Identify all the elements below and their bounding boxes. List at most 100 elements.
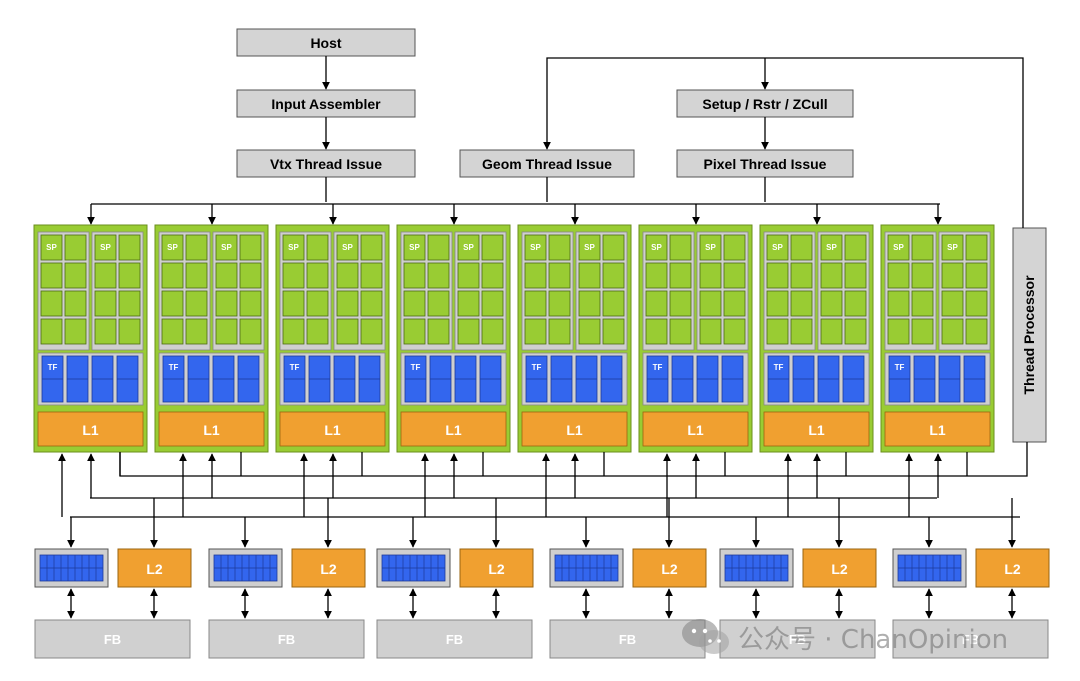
- sp-cell: [578, 290, 601, 317]
- sp-cell: [282, 318, 305, 345]
- l1-label: L1: [566, 422, 583, 438]
- chat-bubble-logo-icon: [682, 619, 729, 654]
- sp-cell: [911, 318, 934, 345]
- sp-cell: [360, 234, 383, 261]
- sp-cell: [524, 234, 547, 261]
- sp-cell: [215, 234, 238, 261]
- sp-cell: [723, 290, 746, 317]
- sp-cell: [185, 290, 208, 317]
- l2-label: L2: [1004, 561, 1021, 577]
- sp-cell: [185, 262, 208, 289]
- sp-cell: [844, 234, 867, 261]
- sp-cell: [699, 262, 722, 289]
- sp-cell: [602, 262, 625, 289]
- sp-cell: [887, 234, 910, 261]
- sp-label: SP: [342, 243, 353, 252]
- l2-cache: [632, 548, 707, 588]
- geom-thread-issue-box: [459, 149, 635, 178]
- sp-cell: [669, 318, 692, 345]
- sp-cell: [94, 262, 117, 289]
- sp-cell: [911, 290, 934, 317]
- sp-cell: [306, 290, 329, 317]
- fb-label: FB: [446, 632, 463, 647]
- watermark: 公众号 · ChanOpinion: [680, 615, 1008, 659]
- sp-cell: [844, 262, 867, 289]
- sp-label: SP: [947, 243, 958, 252]
- sp-cell: [336, 290, 359, 317]
- thread-processor-label: Thread Processor: [1021, 275, 1037, 395]
- sp-cell: [548, 318, 571, 345]
- sp-label: SP: [167, 243, 178, 252]
- sp-cell: [941, 290, 964, 317]
- sp-cell: [360, 290, 383, 317]
- sp-label: SP: [651, 243, 662, 252]
- sp-cell: [481, 290, 504, 317]
- l2-label: L2: [488, 561, 505, 577]
- sp-cell: [699, 290, 722, 317]
- tf-label: TF: [411, 363, 421, 372]
- sp-cell: [403, 318, 426, 345]
- sp-cell: [457, 290, 480, 317]
- sp-cell: [239, 262, 262, 289]
- l1-cache: [884, 411, 991, 447]
- sp-cell: [64, 290, 87, 317]
- tf-label: TF: [169, 363, 179, 372]
- frame-buffer: [208, 619, 365, 659]
- sp-label: SP: [46, 243, 57, 252]
- sp-cell: [941, 234, 964, 261]
- l2-cache: [975, 548, 1050, 588]
- sp-cell: [965, 290, 988, 317]
- frame-buffer: [34, 619, 191, 659]
- sp-cell: [427, 262, 450, 289]
- l1-label: L1: [808, 422, 825, 438]
- sp-cell: [578, 234, 601, 261]
- l2-cache: [459, 548, 534, 588]
- sp-cell: [887, 262, 910, 289]
- sp-cell: [645, 234, 668, 261]
- host-label: Host: [310, 35, 341, 51]
- sp-cell: [239, 290, 262, 317]
- sp-cell: [161, 262, 184, 289]
- l1-label: L1: [687, 422, 704, 438]
- sp-cell: [578, 262, 601, 289]
- sp-cell: [427, 318, 450, 345]
- sp-cell: [360, 262, 383, 289]
- sp-label: SP: [463, 243, 474, 252]
- setup-rstr-zcull-label: Setup / Rstr / ZCull: [702, 96, 827, 112]
- sp-cell: [844, 290, 867, 317]
- sp-cell: [911, 262, 934, 289]
- sp-cell: [118, 234, 141, 261]
- sp-cell: [602, 234, 625, 261]
- sp-cell: [548, 262, 571, 289]
- l1-cache: [158, 411, 265, 447]
- sp-cell: [481, 318, 504, 345]
- sp-cell: [669, 262, 692, 289]
- sp-cell: [161, 290, 184, 317]
- sp-cell: [336, 318, 359, 345]
- thread-processor-box: [1012, 227, 1047, 443]
- l2-label: L2: [661, 561, 678, 577]
- fb-label: FB: [962, 632, 979, 647]
- watermark-text: 公众号 · ChanOpinion: [738, 624, 1009, 655]
- tf-label: TF: [290, 363, 300, 372]
- l1-label: L1: [324, 422, 341, 438]
- host-box: [236, 28, 416, 57]
- sp-cell: [548, 290, 571, 317]
- crossbar-interconnect: [58, 452, 1020, 548]
- frame-buffer: [376, 619, 533, 659]
- sp-cell: [215, 262, 238, 289]
- sp-label: SP: [288, 243, 299, 252]
- sp-cell: [94, 234, 117, 261]
- sp-cell: [645, 318, 668, 345]
- sp-cell: [306, 262, 329, 289]
- sp-cell: [790, 234, 813, 261]
- sp-cell: [336, 262, 359, 289]
- sp-cell: [306, 318, 329, 345]
